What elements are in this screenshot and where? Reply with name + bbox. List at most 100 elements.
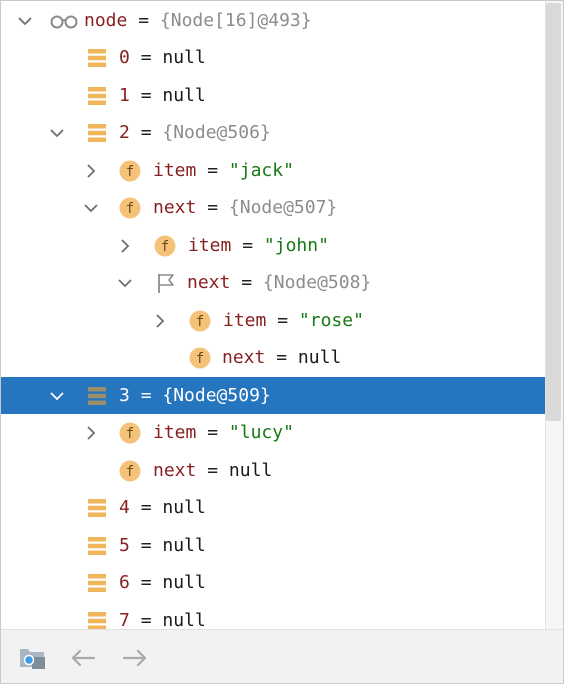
variable-value: {Node@509} xyxy=(162,385,271,406)
variable-name: 4 xyxy=(119,497,130,518)
svg-text:f: f xyxy=(196,351,204,367)
arrow-left-icon[interactable] xyxy=(68,644,98,672)
equals-sign: = xyxy=(140,47,152,68)
array-element-icon xyxy=(86,610,108,629)
variable-value: null xyxy=(162,47,206,68)
glasses-icon xyxy=(49,10,79,32)
variable-value: null xyxy=(162,535,206,556)
chevron-down-icon[interactable] xyxy=(15,11,35,31)
variable-value: null xyxy=(228,460,273,481)
variable-value: null xyxy=(297,347,342,368)
variable-label: next = null xyxy=(222,339,341,376)
tree-row-next[interactable]: f next = null xyxy=(1,339,545,376)
variable-name: 5 xyxy=(119,535,130,556)
variable-name: next xyxy=(153,460,197,481)
variable-name: 7 xyxy=(119,610,130,629)
tree-row-item[interactable]: f item = "rose" xyxy=(1,302,545,339)
field-icon: f xyxy=(119,160,141,182)
tree-row-element-3[interactable]: 3 = {Node@509} xyxy=(1,377,545,414)
tree-row-item[interactable]: f item = "john" xyxy=(1,227,545,264)
chevron-right-icon[interactable] xyxy=(115,236,135,256)
field-icon: f xyxy=(189,310,211,332)
variable-value: {Node@508} xyxy=(262,272,372,293)
equals-sign: = xyxy=(207,460,219,481)
variable-name: next xyxy=(187,272,231,293)
variable-label: item = "lucy" xyxy=(153,414,294,451)
variable-name: node xyxy=(84,10,128,31)
chevron-down-icon[interactable] xyxy=(47,386,67,406)
variable-name: 6 xyxy=(119,572,130,593)
variable-value: null xyxy=(162,572,206,593)
variable-name: item xyxy=(188,235,232,256)
svg-text:f: f xyxy=(126,426,134,442)
field-icon: f xyxy=(189,347,211,369)
array-element-icon xyxy=(86,122,108,144)
variable-label: 6 = null xyxy=(119,564,206,601)
tree-row-item[interactable]: f item = "lucy" xyxy=(1,414,545,451)
chevron-down-icon[interactable] xyxy=(81,198,101,218)
variable-value: "lucy" xyxy=(228,422,294,443)
equals-sign: = xyxy=(140,85,152,106)
tree-row-element-2[interactable]: 2 = {Node@506} xyxy=(1,114,545,151)
frames-folder-icon[interactable] xyxy=(18,644,48,672)
equals-sign: = xyxy=(138,10,150,31)
equals-sign: = xyxy=(140,122,152,143)
array-element-icon xyxy=(86,572,108,594)
variable-label: node = {Node[16]@493} xyxy=(84,2,312,39)
chevron-down-icon[interactable] xyxy=(115,273,135,293)
tree-row-item[interactable]: f item = "jack" xyxy=(1,152,545,189)
equals-sign: = xyxy=(276,347,288,368)
tree-row-node[interactable]: node = {Node[16]@493} xyxy=(1,2,545,39)
chevron-right-icon[interactable] xyxy=(150,311,170,331)
tree-row-next[interactable]: next = {Node@508} xyxy=(1,264,545,301)
variable-label: 2 = {Node@506} xyxy=(119,114,271,151)
array-element-icon xyxy=(86,497,108,519)
tree-row-next[interactable]: f next = null xyxy=(1,452,545,489)
equals-sign: = xyxy=(242,235,254,256)
svg-text:f: f xyxy=(196,314,204,330)
tree-row-element-7[interactable]: 7 = null xyxy=(1,602,545,629)
variable-name: item xyxy=(153,160,197,181)
variable-name: 3 xyxy=(119,385,130,406)
variable-value: null xyxy=(162,497,206,518)
svg-text:f: f xyxy=(126,164,134,180)
variable-value: {Node[16]@493} xyxy=(159,10,312,31)
variable-value: {Node@507} xyxy=(228,197,338,218)
variable-value: "john" xyxy=(263,235,329,256)
variable-label: 3 = {Node@509} xyxy=(119,377,271,414)
equals-sign: = xyxy=(207,197,219,218)
tree-row-element-0[interactable]: 0 = null xyxy=(1,39,545,76)
svg-text:f: f xyxy=(126,464,134,480)
variable-name: next xyxy=(153,197,197,218)
variable-name: item xyxy=(223,310,267,331)
chevron-right-icon[interactable] xyxy=(81,423,101,443)
field-icon: f xyxy=(119,460,141,482)
variables-tree[interactable]: node = {Node[16]@493} 0 = null 1 = xyxy=(1,1,545,629)
tree-row-element-5[interactable]: 5 = null xyxy=(1,527,545,564)
array-element-icon xyxy=(86,47,108,69)
variable-label: item = "jack" xyxy=(153,152,294,189)
tree-row-element-1[interactable]: 1 = null xyxy=(1,77,545,114)
tree-row-element-4[interactable]: 4 = null xyxy=(1,489,545,526)
flag-icon xyxy=(155,272,177,294)
array-element-icon xyxy=(86,85,108,107)
scrollbar-thumb[interactable] xyxy=(546,3,561,421)
equals-sign: = xyxy=(207,160,219,181)
equals-sign: = xyxy=(277,310,289,331)
equals-sign: = xyxy=(140,535,152,556)
tree-row-element-6[interactable]: 6 = null xyxy=(1,564,545,601)
equals-sign: = xyxy=(140,497,152,518)
chevron-right-icon[interactable] xyxy=(81,161,101,181)
variable-name: next xyxy=(222,347,266,368)
variable-label: next = {Node@507} xyxy=(153,189,337,226)
arrow-right-icon[interactable] xyxy=(120,644,150,672)
chevron-down-icon[interactable] xyxy=(47,123,67,143)
variable-name: 2 xyxy=(119,122,130,143)
variable-value: {Node@506} xyxy=(162,122,271,143)
array-element-icon xyxy=(86,385,108,407)
variable-label: next = {Node@508} xyxy=(187,264,371,301)
equals-sign: = xyxy=(207,422,219,443)
tree-row-next[interactable]: f next = {Node@507} xyxy=(1,189,545,226)
variable-label: next = null xyxy=(153,452,272,489)
